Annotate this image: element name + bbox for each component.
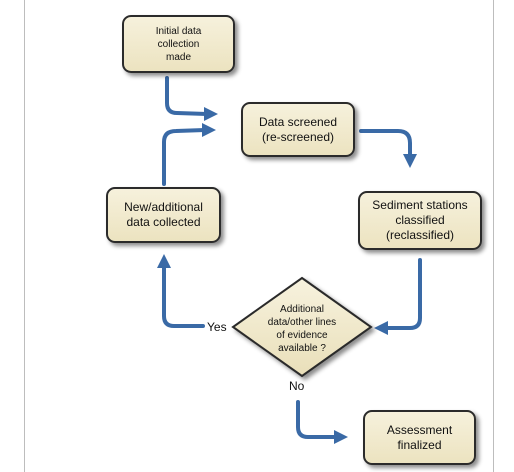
- arrowhead: [157, 254, 171, 268]
- arrowhead: [334, 430, 348, 444]
- node-data-screened: Data screened (re-screened): [241, 102, 355, 157]
- arrowhead: [202, 123, 216, 137]
- arrow-classified-to-decision: [384, 258, 422, 330]
- node-new-additional-data: New/additional data collected: [106, 187, 221, 243]
- arrow-decision-to-newdata: [162, 264, 205, 328]
- arrow-newdata-to-screened: [162, 128, 207, 186]
- arrow-initial-to-screened: [165, 76, 209, 116]
- arrow-screened-to-classified: [359, 129, 412, 158]
- decision-diamond: [231, 276, 373, 378]
- arrow-decision-to-finalized: [296, 400, 338, 439]
- frame-line-left: [24, 0, 25, 472]
- node-assessment-finalized: Assessment finalized: [363, 410, 476, 465]
- arrowhead: [204, 107, 218, 121]
- node-initial-data-collection: Initial data collection made: [122, 15, 235, 73]
- edge-label-no: No: [289, 379, 305, 393]
- arrowhead: [374, 321, 388, 335]
- frame-line-right: [493, 0, 494, 472]
- arrowhead: [403, 154, 417, 168]
- node-sediment-stations-classified: Sediment stations classified (reclassifi…: [358, 191, 482, 250]
- edge-label-yes: Yes: [207, 320, 227, 334]
- decision-text: Additional data/other lines of evidence …: [267, 304, 337, 354]
